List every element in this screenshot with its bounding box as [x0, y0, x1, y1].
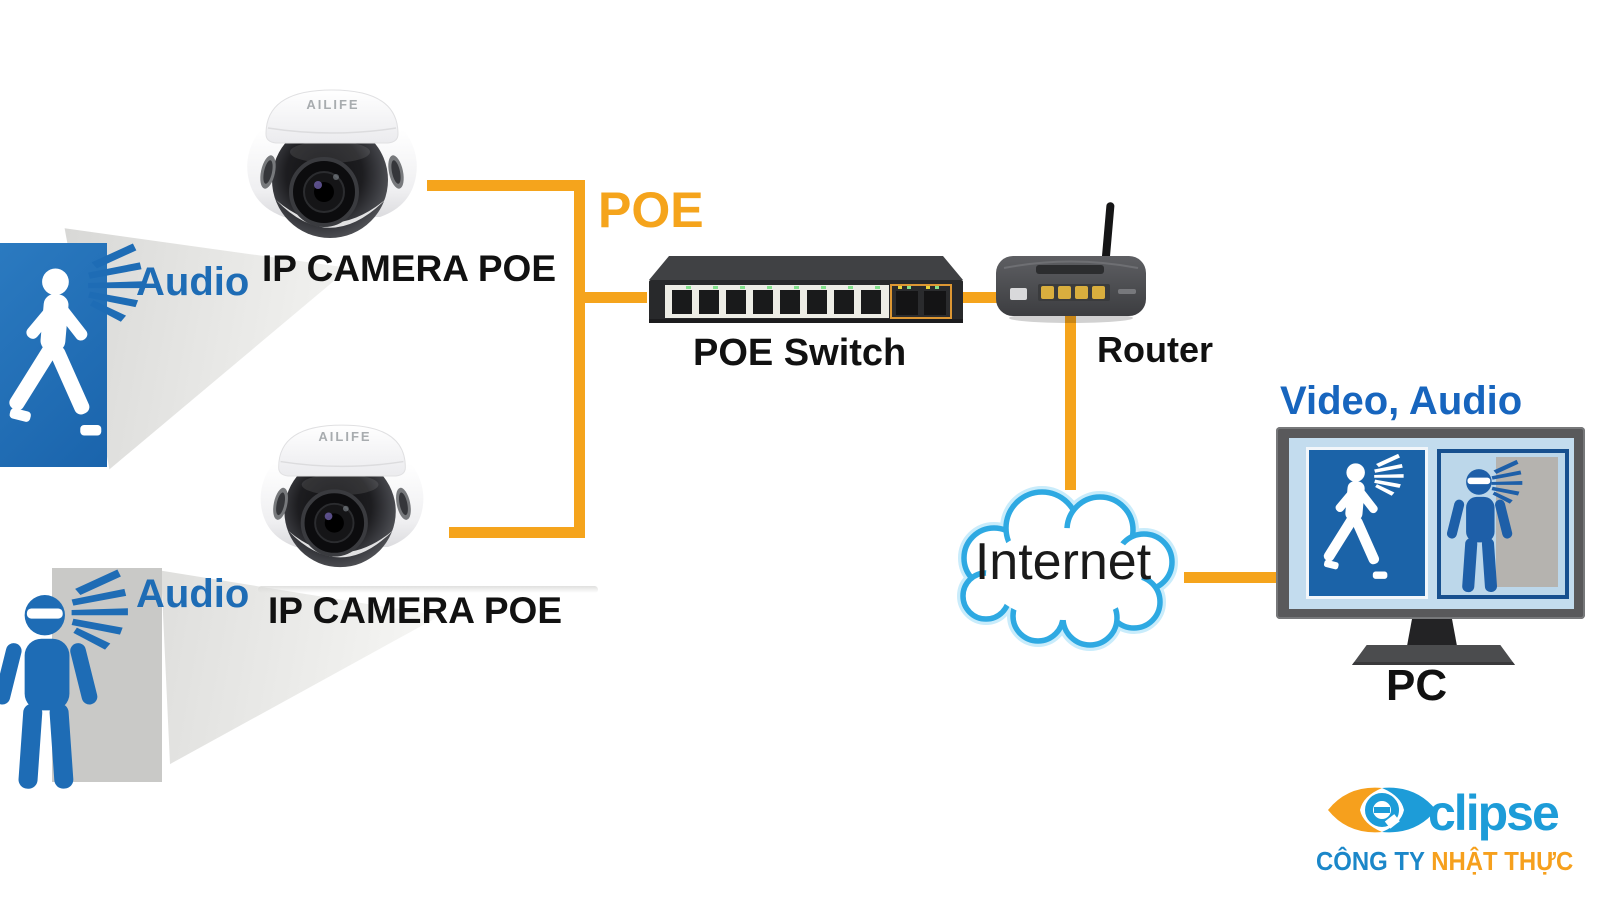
router-icon [995, 200, 1147, 324]
logo-company-part2: NHẬT THỰC [1431, 846, 1574, 876]
eclipse-eye-icon [1326, 780, 1438, 840]
sound-waves-icon [1491, 459, 1523, 504]
camera1-brand-label: AILIFE [306, 97, 360, 112]
sound-waves-icon [71, 569, 128, 650]
poe-label: POE [598, 182, 704, 238]
camera2-brand-label: AILIFE [318, 429, 372, 444]
camera2-cable-line [449, 527, 585, 538]
trunk-cable-line [574, 180, 585, 538]
sound-waves-icon [1374, 453, 1404, 496]
audio-label-1: Audio [136, 260, 250, 304]
poe-switch-icon [648, 255, 964, 324]
switch-to-router-line [961, 292, 1003, 303]
pc-label: PC [1386, 661, 1448, 710]
logo-company-part1: CÔNG TY [1316, 846, 1425, 876]
camera1-cable-line [427, 180, 585, 191]
router-to-internet-line [1065, 316, 1076, 490]
camera1-label: IP CAMERA POE [262, 248, 556, 289]
video-audio-caption: Video, Audio [1280, 379, 1523, 423]
video-panel-walking [1306, 447, 1428, 599]
monitor-stand-base [1352, 645, 1515, 665]
logo-company-name: CÔNG TY NHẬT THỰC [1316, 848, 1573, 874]
monitor-stand-neck [1407, 619, 1457, 646]
router-label: Router [1097, 329, 1213, 370]
poe-switch-label: POE Switch [693, 332, 907, 374]
audio-label-2: Audio [136, 572, 250, 616]
internet-to-pc-line [1184, 572, 1278, 583]
internet-label: Internet [974, 533, 1152, 591]
camera2-shadow [258, 586, 598, 593]
trunk-to-switch-line [580, 292, 647, 303]
logo-brand-text: clipse [1428, 785, 1560, 841]
camera2-label: IP CAMERA POE [268, 590, 562, 631]
